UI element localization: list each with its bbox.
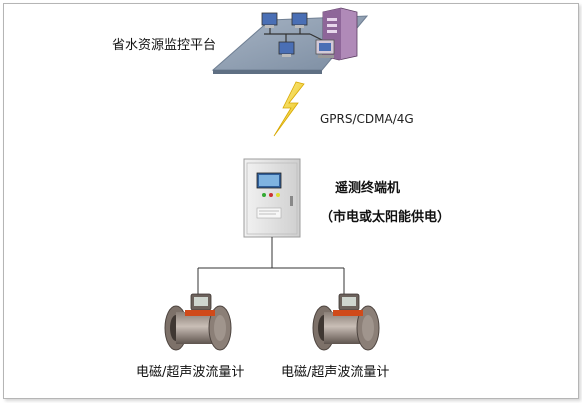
telemetry-terminal-icon [243, 158, 301, 238]
workstation-icon [291, 12, 308, 28]
workstation-icon [278, 41, 295, 57]
flow-meter-icon [312, 293, 380, 351]
link-type-label: GPRS/CDMA/4G [320, 112, 414, 126]
terminal-name-label: 遥测终端机 [335, 181, 401, 196]
wireless-lightning-icon [273, 81, 305, 137]
terminal-power-label: （市电或太阳能供电） [320, 210, 451, 225]
platform-network-icon [211, 7, 369, 74]
server-icon [315, 7, 358, 61]
workstation-icon [261, 12, 278, 28]
flow-meter-label: 电磁/超声波流量计 [281, 365, 390, 380]
wiring [197, 237, 345, 300]
flow-meter-label: 电磁/超声波流量计 [136, 365, 245, 380]
platform-label: 省水资源监控平台 [112, 38, 217, 53]
flow-meter-icon [164, 293, 232, 351]
